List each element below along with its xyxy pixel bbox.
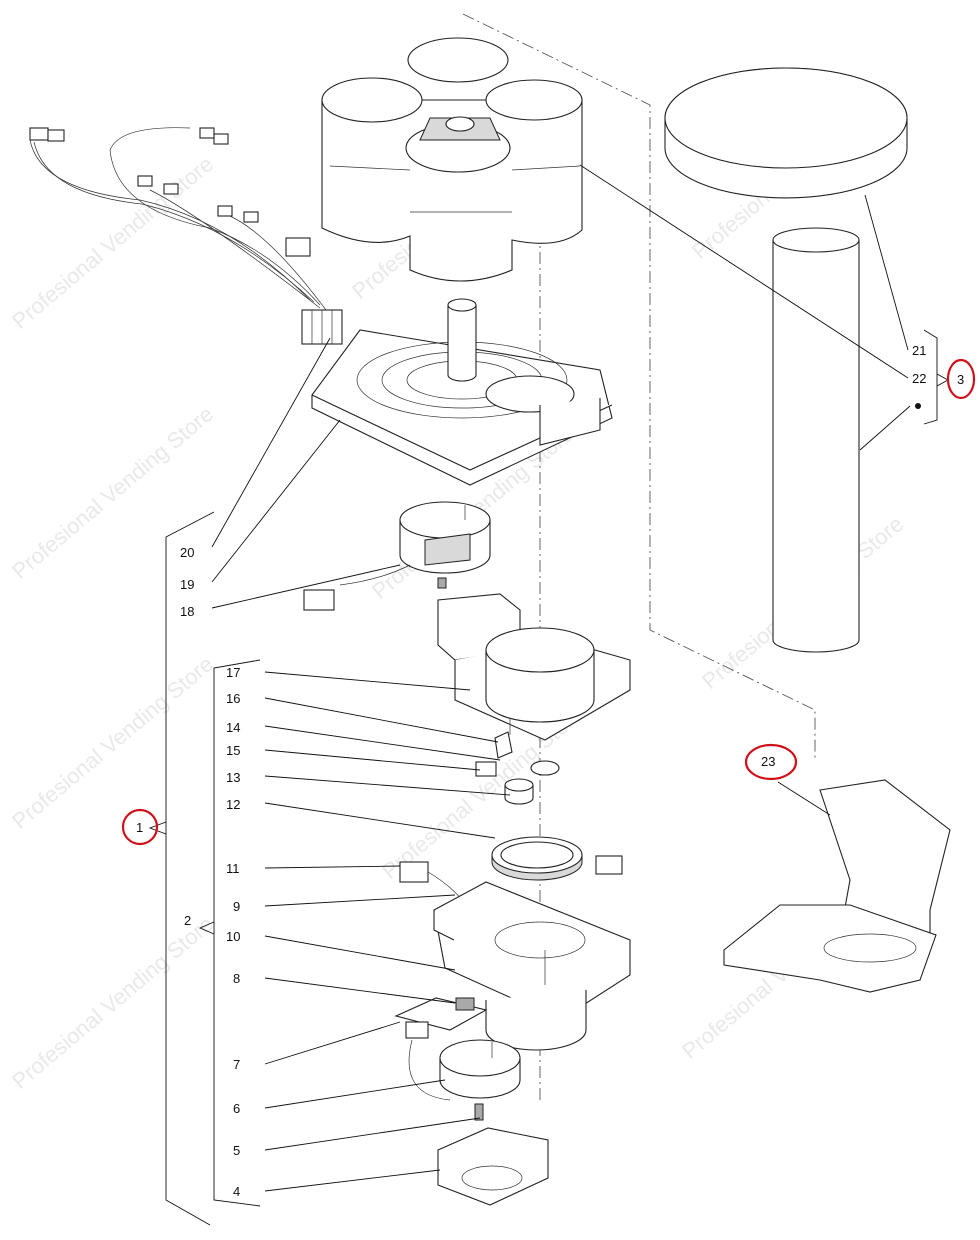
ring-gear xyxy=(491,836,583,881)
dispensing-chute xyxy=(723,779,951,993)
highlight-marks xyxy=(121,358,976,846)
callout-23: 23 xyxy=(761,754,775,769)
wiring-harness xyxy=(29,127,343,345)
callout-11: 11 xyxy=(226,861,240,876)
switch-parts xyxy=(475,731,560,805)
callout-22: 22 xyxy=(912,371,926,386)
callout-21: 21 xyxy=(912,343,926,358)
watermark: Profesional Vending Store xyxy=(7,151,218,334)
dispenser-rotor xyxy=(321,37,583,282)
callout-16: 16 xyxy=(226,691,240,706)
callout-18: 18 xyxy=(180,604,194,619)
reference-dot xyxy=(915,403,921,409)
circuit-board xyxy=(394,997,488,1031)
canister-lid xyxy=(664,67,908,199)
callout-19: 19 xyxy=(180,577,194,592)
callout-12: 12 xyxy=(226,797,240,812)
callout-7: 7 xyxy=(233,1057,240,1072)
leader-lines xyxy=(211,164,911,1192)
callout-4: 4 xyxy=(233,1184,240,1199)
callout-9: 9 xyxy=(233,899,240,914)
gear-housing-base xyxy=(433,881,631,1051)
callout-6: 6 xyxy=(233,1101,240,1116)
canister-tube xyxy=(772,227,860,653)
callout-17: 17 xyxy=(226,665,240,680)
bottom-bracket xyxy=(437,1127,549,1206)
watermark: Profesional Vending Store xyxy=(7,651,218,834)
callout-10: 10 xyxy=(226,929,240,944)
callout-labels: 20 19 18 17 16 14 15 13 12 11 9 10 8 7 6… xyxy=(136,343,964,1199)
lower-motor xyxy=(405,1021,521,1121)
callout-3: 3 xyxy=(957,372,964,387)
rotor-base-plate xyxy=(311,298,613,486)
callout-1: 1 xyxy=(136,820,143,835)
callout-2: 2 xyxy=(184,913,191,928)
watermark: Profesional Vending Store xyxy=(7,911,218,1094)
connector xyxy=(399,855,623,901)
callout-15: 15 xyxy=(226,743,240,758)
callout-14: 14 xyxy=(226,720,240,735)
callout-13: 13 xyxy=(226,770,240,785)
callout-8: 8 xyxy=(233,971,240,986)
gear-housing-cover xyxy=(437,593,631,741)
group-brackets xyxy=(148,329,949,1226)
callout-20: 20 xyxy=(180,545,194,560)
callout-5: 5 xyxy=(233,1143,240,1158)
rotor-motor xyxy=(303,501,491,611)
